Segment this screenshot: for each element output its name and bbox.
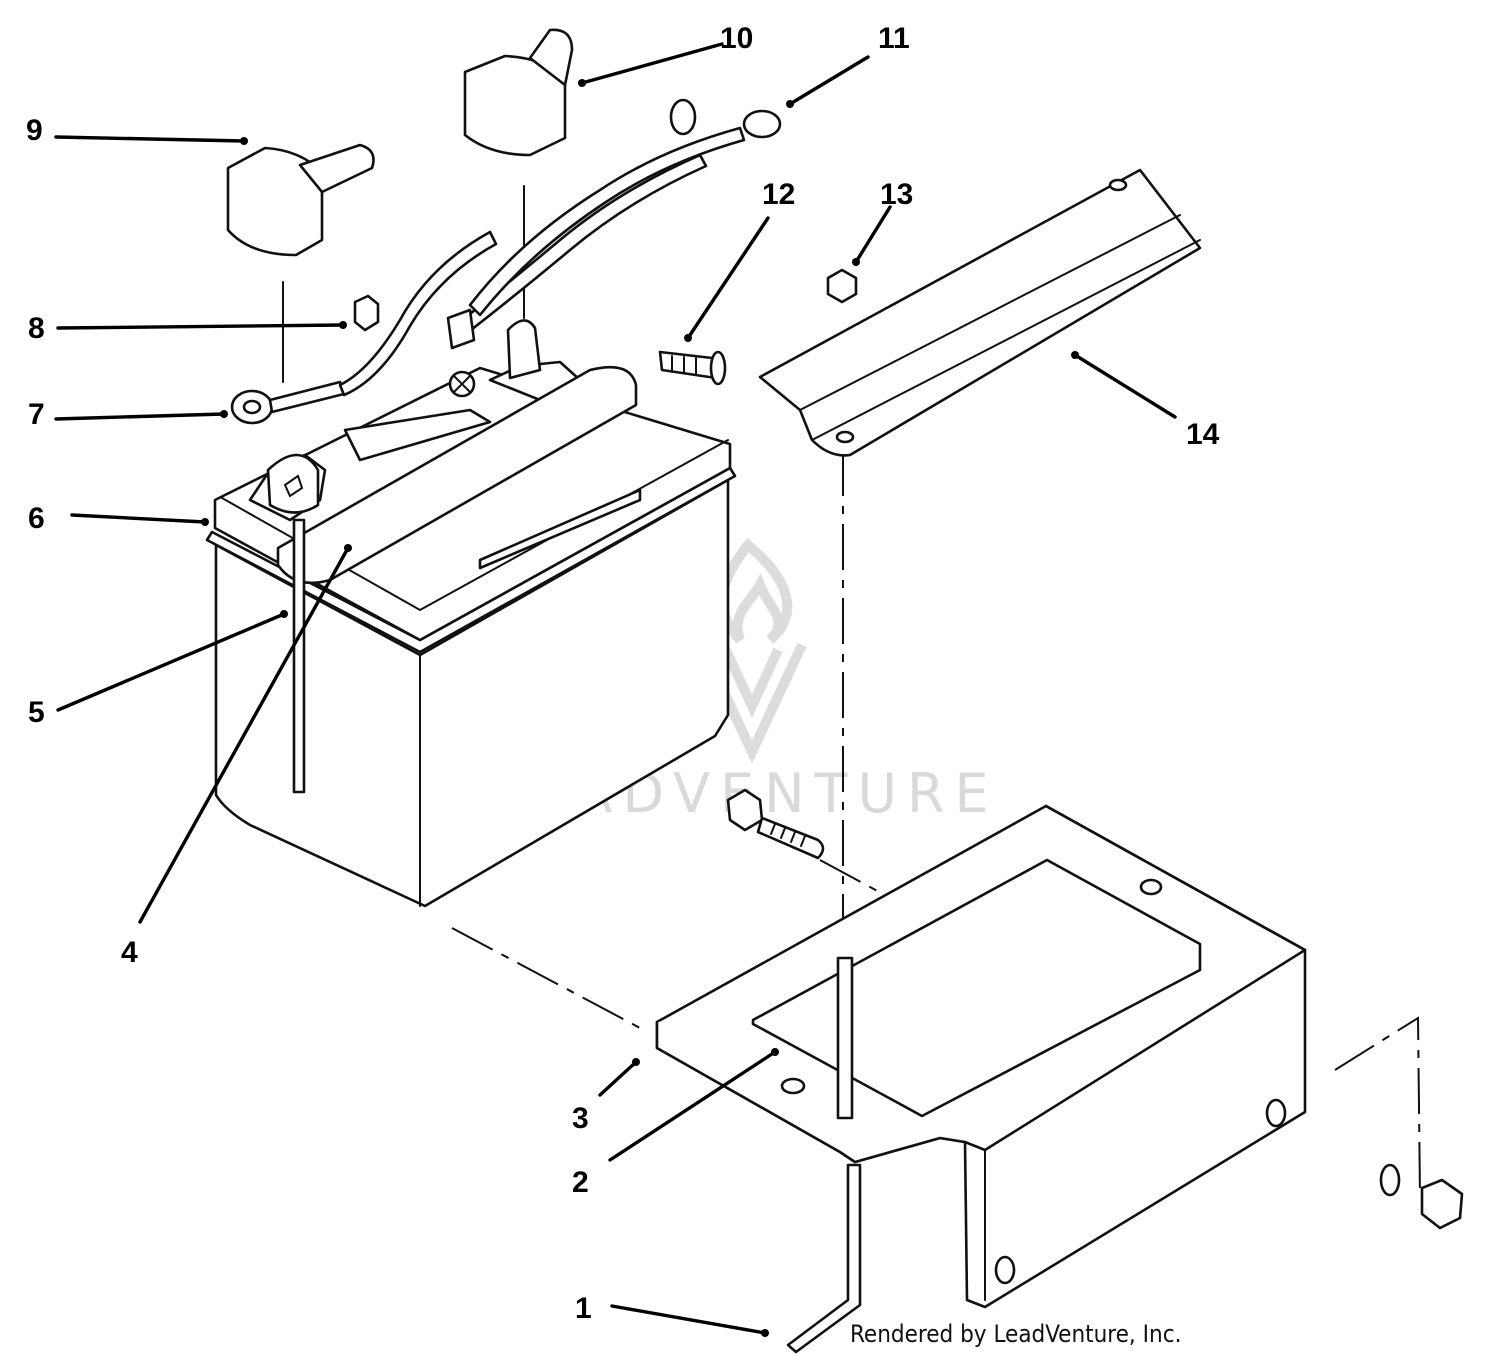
callout-8: 8 [28, 312, 45, 345]
terminal-boot-10 [463, 28, 574, 157]
negative-post [248, 453, 327, 522]
battery-tray [655, 804, 1307, 1309]
callout-1: 1 [575, 1292, 592, 1325]
callout-7: 7 [28, 398, 45, 431]
callout-2: 2 [572, 1166, 589, 1199]
hold-down-bracket [758, 168, 1202, 457]
callout-4: 4 [121, 936, 138, 969]
hex-nut-13 [826, 268, 858, 304]
carriage-bolt [658, 350, 727, 386]
callout-10: 10 [720, 22, 753, 55]
callout-14: 14 [1186, 418, 1220, 451]
callout-13: 13 [880, 178, 913, 211]
callout-5: 5 [28, 696, 45, 729]
vent-tube [292, 518, 306, 794]
terminal-boot-9 [226, 143, 375, 257]
negative-cable [230, 230, 498, 425]
tray-washer [1379, 1163, 1401, 1197]
leader-lines [54, 42, 1177, 1337]
callout-12: 12 [762, 178, 795, 211]
tray-nut [1420, 1178, 1464, 1230]
callout-3: 3 [572, 1102, 589, 1135]
battery-pad [751, 858, 1202, 1118]
callout-6: 6 [28, 502, 45, 535]
battery-handle [276, 365, 638, 585]
callout-11: 11 [878, 22, 910, 55]
positive-cable [446, 98, 782, 350]
credit-text: Rendered by LeadVenture, Inc. [850, 1320, 1181, 1348]
tray-bolt [726, 788, 825, 860]
hold-down-rod [786, 956, 862, 1354]
callout-9: 9 [26, 114, 43, 147]
hex-nut-8 [353, 294, 380, 332]
